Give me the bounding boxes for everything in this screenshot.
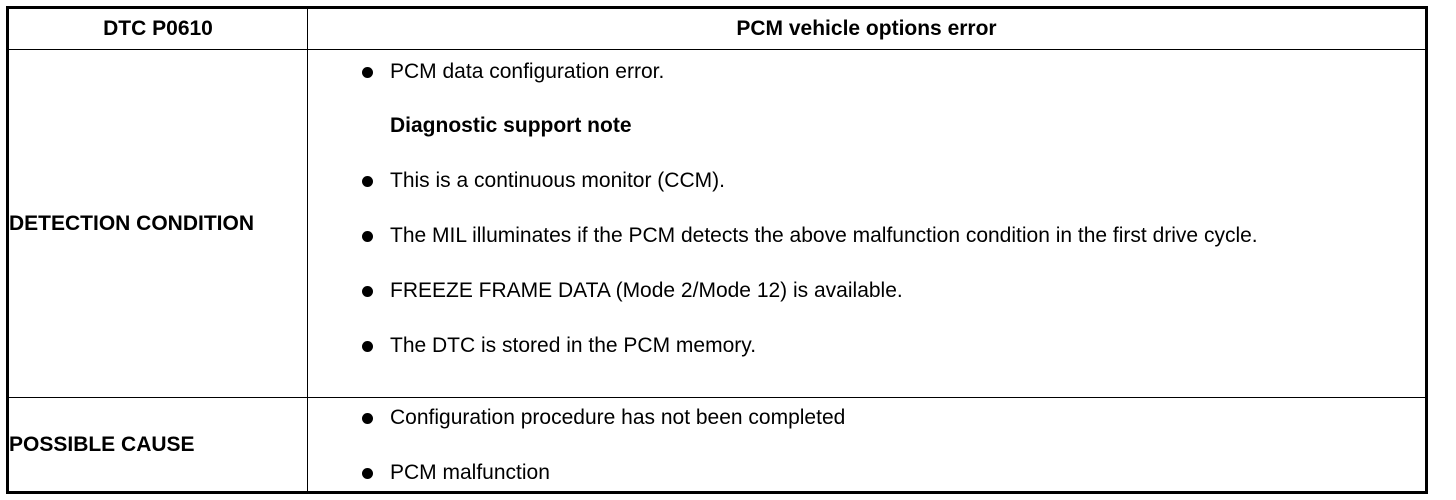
list-item: The MIL illuminates if the PCM detects t… [308,222,1425,250]
list-item: PCM malfunction [308,459,1425,487]
list-item: PCM data configuration error. [308,58,1425,86]
bullet-icon [362,341,373,353]
bullet-icon [362,468,373,480]
possible-cause-label: POSSIBLE CAUSE [7,397,308,493]
bullet-icon [362,176,373,188]
list-item-text: The MIL illuminates if the PCM detects t… [390,224,1258,248]
detection-condition-row: DETECTION CONDITION PCM data configurati… [7,49,1427,399]
list-item-text: Configuration procedure has not been com… [390,406,846,430]
list-item: This is a continuous monitor (CCM). [308,167,1425,195]
bullet-icon [362,413,373,425]
list-item: Configuration procedure has not been com… [308,404,1425,432]
list-item-text: This is a continuous monitor (CCM). [390,169,725,193]
dtc-code-header: DTC P0610 [7,6,308,51]
dtc-title-header: PCM vehicle options error [307,6,1427,51]
detection-condition-label: DETECTION CONDITION [7,49,308,399]
bullet-icon [362,231,373,243]
detection-condition-content: PCM data configuration error. Diagnostic… [307,49,1427,399]
bullet-icon [362,67,373,79]
list-item-text: PCM malfunction [390,461,550,485]
possible-cause-content: Configuration procedure has not been com… [307,397,1427,493]
dtc-table: DTC P0610 PCM vehicle options error DETE… [6,6,1428,494]
list-item: The DTC is stored in the PCM memory. [308,332,1425,360]
table-header-row: DTC P0610 PCM vehicle options error [7,6,1427,51]
list-item-text: FREEZE FRAME DATA (Mode 2/Mode 12) is av… [390,279,903,303]
bullet-icon [362,286,373,298]
possible-cause-row: POSSIBLE CAUSE Configuration procedure h… [7,397,1427,493]
diagnostic-support-note-heading: Diagnostic support note [390,114,632,138]
list-item-text: The DTC is stored in the PCM memory. [390,334,757,358]
list-item-text: PCM data configuration error. [390,60,665,84]
list-item: FREEZE FRAME DATA (Mode 2/Mode 12) is av… [308,277,1425,305]
